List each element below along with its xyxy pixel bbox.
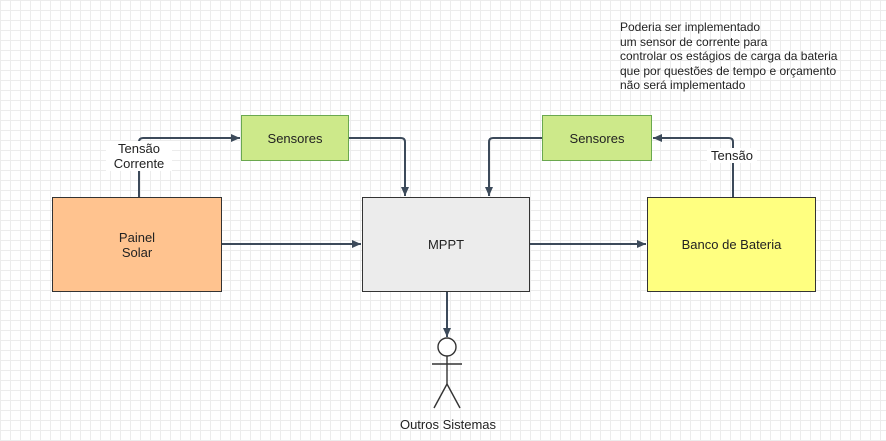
mppt-node: MPPT — [362, 197, 530, 292]
sensores-right-node: Sensores — [542, 115, 652, 161]
implementation-note: Poderia ser implementado um sensor de co… — [620, 20, 838, 92]
banco-bateria-label: Banco de Bateria — [681, 237, 782, 252]
sensores-left-node: Sensores — [241, 115, 349, 161]
sensores-right-label: Sensores — [569, 130, 625, 146]
tensao-corrente-label: Tensão Corrente — [106, 141, 172, 171]
edge-banco-to-sensores-right — [653, 134, 734, 197]
tensao-label: Tensão — [707, 148, 757, 163]
banco-bateria-node: Banco de Bateria — [647, 197, 816, 292]
outros-sistemas-label: Outros Sistemas — [399, 417, 497, 432]
edge-sensores-left-to-mppt — [349, 137, 409, 196]
actor-figure — [432, 337, 462, 409]
mppt-label: MPPT — [427, 237, 465, 252]
sensores-left-label: Sensores — [267, 130, 323, 146]
painel-solar-label: Painel Solar — [118, 229, 156, 260]
edge-sensores-right-to-mppt — [485, 137, 542, 196]
painel-solar-node: Painel Solar — [52, 197, 222, 292]
